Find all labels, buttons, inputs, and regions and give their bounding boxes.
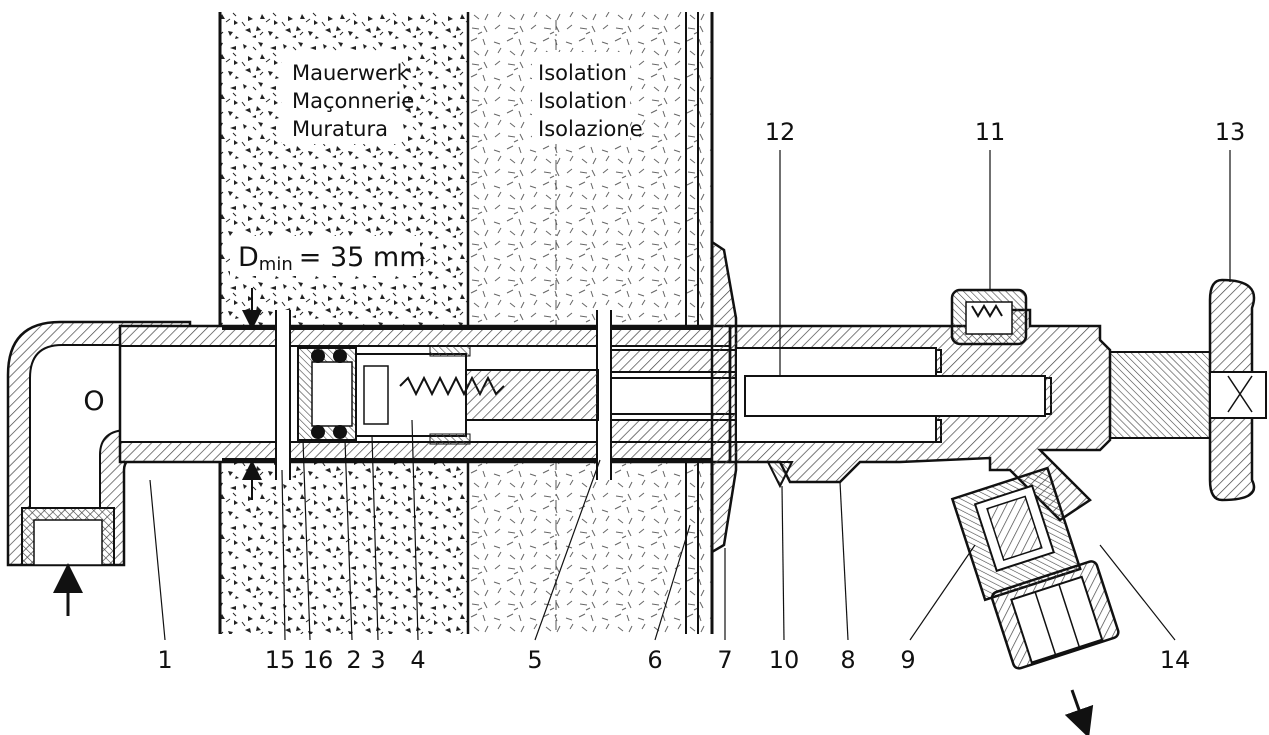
masonry-label-it: Muratura — [292, 117, 388, 141]
callout-10: 10 — [769, 646, 800, 674]
callout-14: 14 — [1160, 646, 1191, 674]
insulation-label-it: Isolazione — [538, 117, 643, 141]
masonry-label-fr: Maçonnerie — [292, 89, 414, 113]
dimension-subscript: min — [259, 254, 293, 275]
leader-lines — [149, 150, 1231, 641]
callout-1: 1 — [157, 646, 172, 674]
o-ring — [311, 349, 325, 363]
callout-15: 15 — [265, 646, 296, 674]
handwheel-stem — [1109, 351, 1211, 439]
callout-6: 6 — [647, 646, 662, 674]
callout-5: 5 — [527, 646, 542, 674]
wall-rosette — [710, 239, 738, 555]
callout-12: 12 — [765, 118, 796, 146]
callout-4: 4 — [410, 646, 425, 674]
callout-3: 3 — [370, 646, 385, 674]
callout-8: 8 — [840, 646, 855, 674]
callout-13: 13 — [1215, 118, 1246, 146]
callout-11: 11 — [975, 118, 1006, 146]
insulation-label-fr: Isolation — [538, 89, 627, 113]
masonry-label-de: Mauerwerk — [292, 61, 410, 85]
callout-16: 16 — [303, 646, 334, 674]
outlet-flow-arrow — [1064, 689, 1094, 735]
callout-7: 7 — [717, 646, 732, 674]
dimension-symbol: D — [238, 242, 259, 273]
insulation-label-de: Isolation — [538, 61, 627, 85]
outlet-nozzle — [950, 466, 1120, 670]
callout-2: 2 — [346, 646, 361, 674]
callout-9: 9 — [900, 646, 915, 674]
elbow-mark: O — [83, 386, 104, 417]
dimension-value: = 35 mm — [299, 242, 426, 273]
dimension-label: Dmin = 35 mm — [238, 242, 426, 275]
